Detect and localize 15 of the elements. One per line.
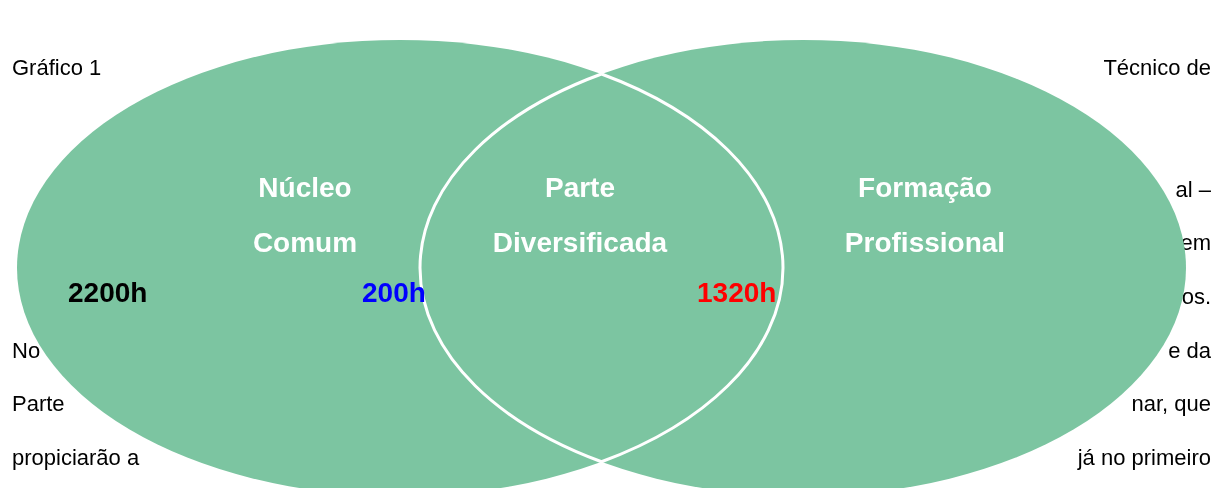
document-text-fragment: nar, que (1131, 391, 1211, 417)
document-text-fragment: Gráfico 1 (12, 55, 102, 81)
set-label: Núcleo Comum (251, 171, 359, 260)
document-text-fragment: e da (1168, 338, 1211, 364)
set-label: Parte Diversificada (491, 171, 669, 260)
document-text-fragment: Parte (12, 391, 65, 417)
document-text-fragment: propiciarão a (12, 445, 140, 471)
hours-value: 2200h (68, 280, 148, 306)
document-text-fragment: já no primeiro (1077, 445, 1211, 471)
hours-value: 1320h (697, 280, 777, 306)
set-label: Formação Profissional (843, 171, 1007, 260)
document-text-fragment: os. (1181, 284, 1211, 310)
document-text-fragment: al – (1175, 177, 1211, 203)
document-text-fragment: No (12, 338, 41, 364)
document-text-fragment: Técnico de (1103, 55, 1211, 81)
